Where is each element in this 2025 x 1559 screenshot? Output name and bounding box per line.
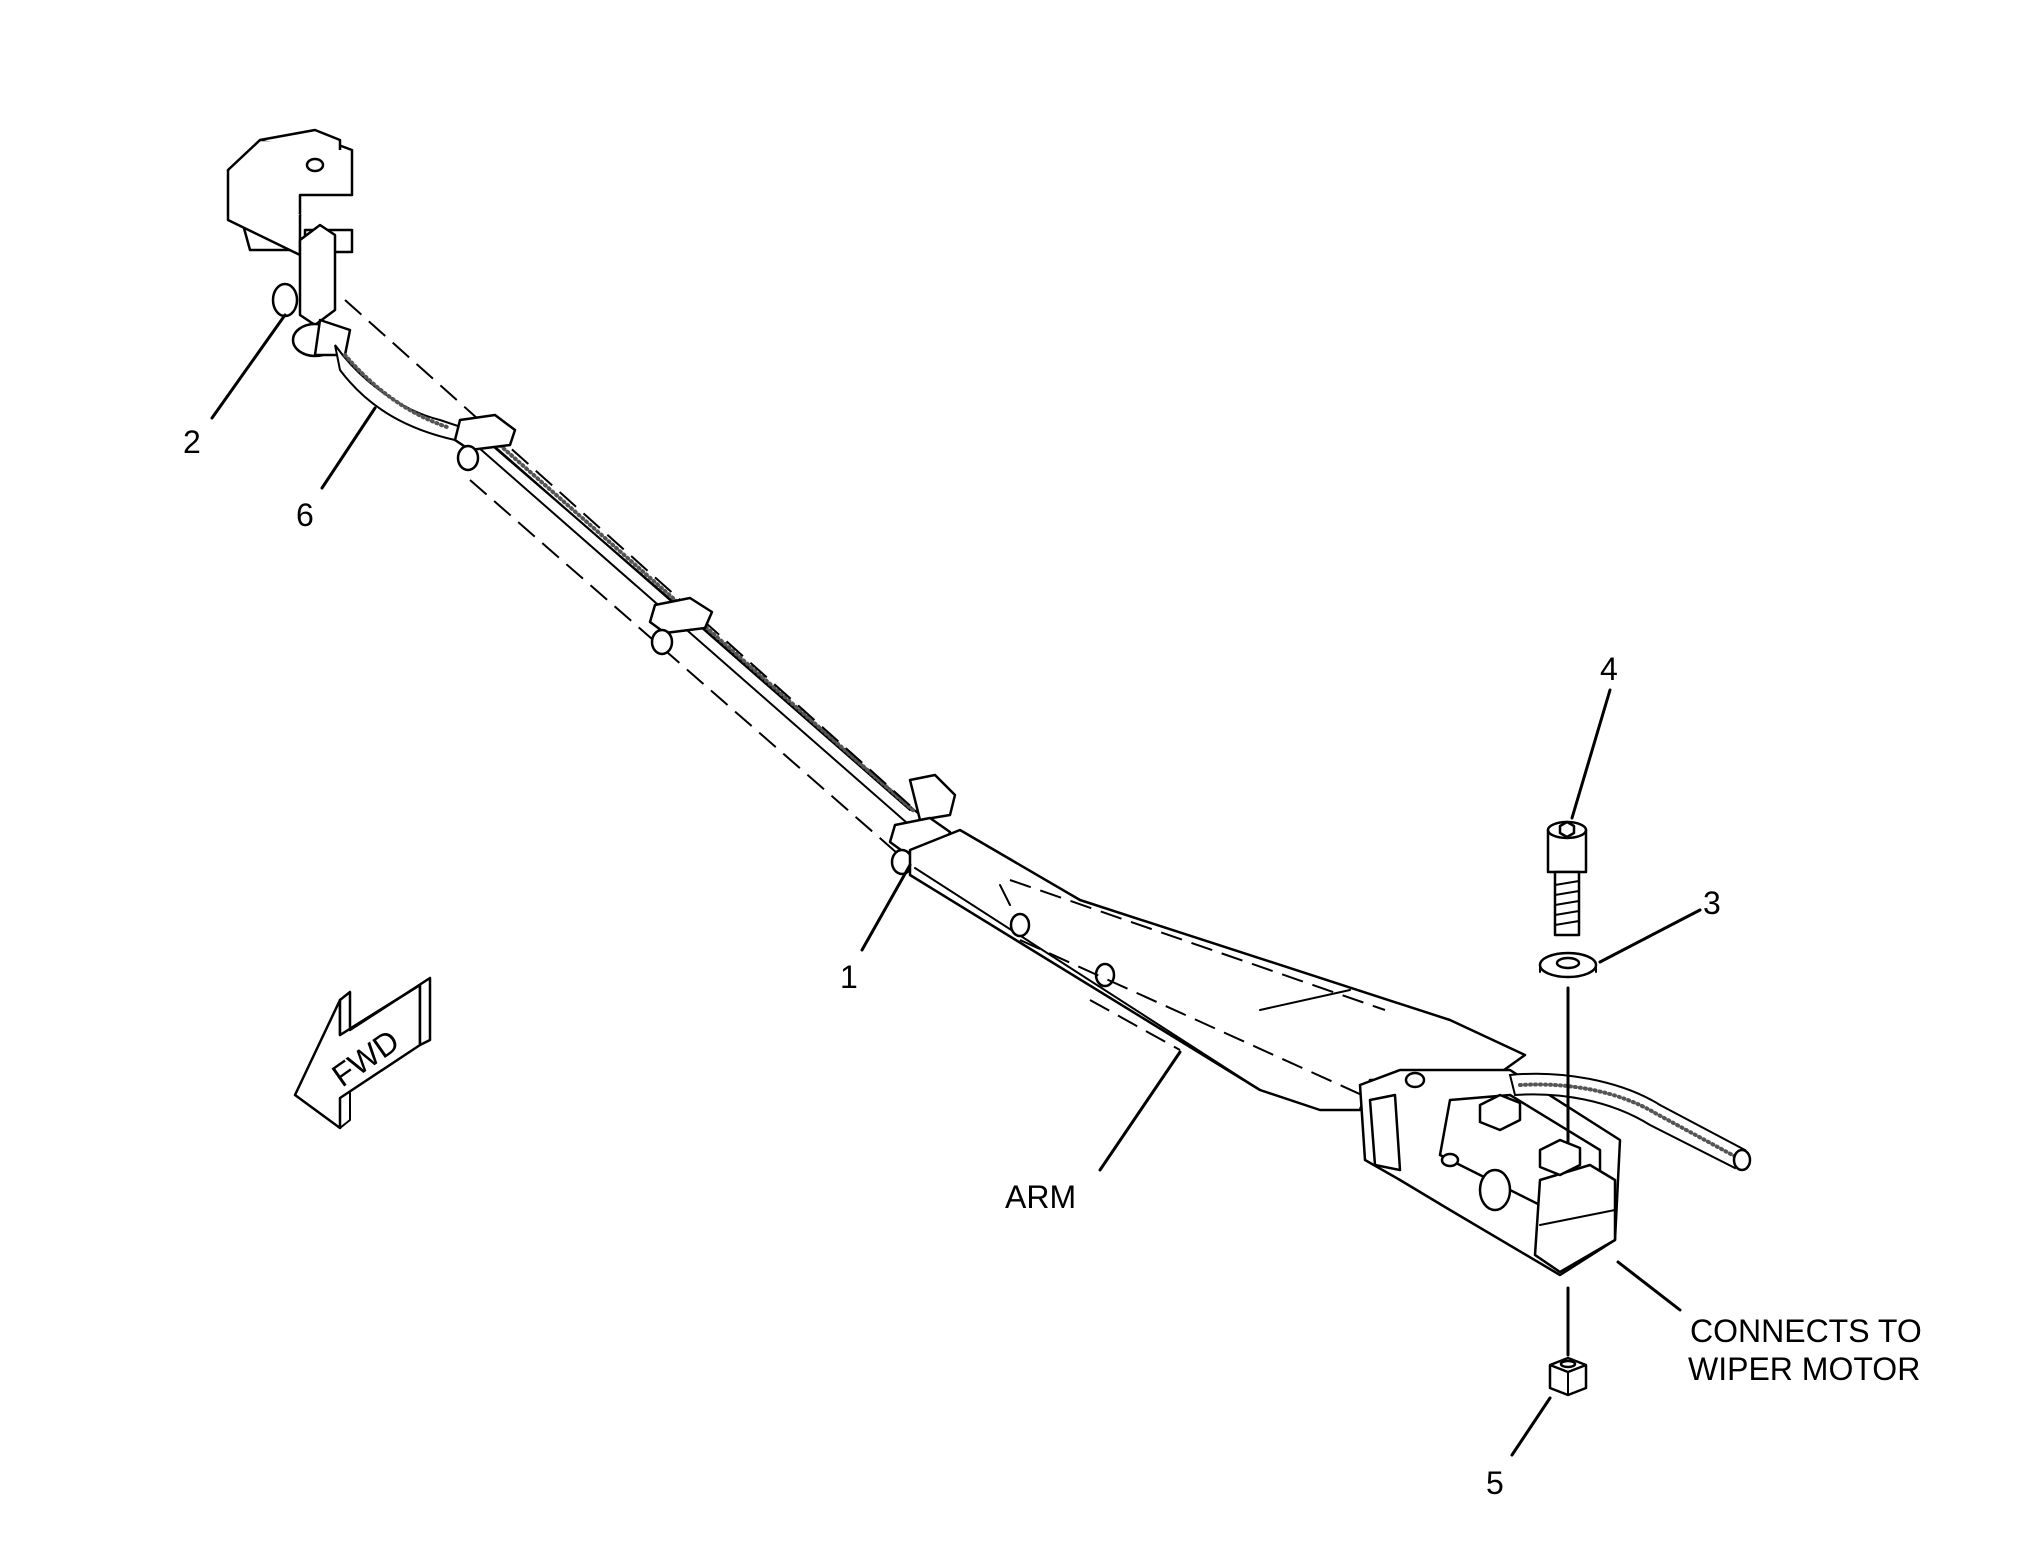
hex-nut [1548,1356,1588,1397]
washer-hose-lower [1508,1072,1752,1172]
leader-item1 [860,863,912,952]
callout-item1: 1 [840,959,858,995]
arm-head-assembly [1358,1068,1622,1277]
wiper-blade-strip [344,299,921,861]
blade-clip-1 [453,413,517,472]
callout-item2: 2 [183,424,201,460]
flat-washer [1538,951,1598,979]
leader-connects [1616,1260,1682,1312]
leader-item4 [1570,688,1612,820]
callout-arm: ARM [1005,1179,1076,1215]
callout-item5: 5 [1486,1465,1504,1501]
leader-item5 [1510,1396,1552,1457]
callout-item4: 4 [1600,651,1618,687]
fwd-arrow-icon: FWD [293,976,432,1130]
leader-item3 [1598,908,1702,964]
wiper-arm-body [908,828,1527,1112]
cap-screw [1546,820,1588,937]
leader-item2 [210,313,287,420]
blade-clip-2 [648,596,714,656]
callout-connects-line2: WIPER MOTOR [1688,1351,1920,1387]
callout-connects-line1: CONNECTS TO [1690,1313,1922,1349]
upper-mount-bracket [226,128,354,257]
leader-arm [1098,1050,1182,1172]
callout-item3: 3 [1703,885,1721,921]
callout-item6: 6 [296,497,314,533]
leader-item6 [320,406,377,490]
